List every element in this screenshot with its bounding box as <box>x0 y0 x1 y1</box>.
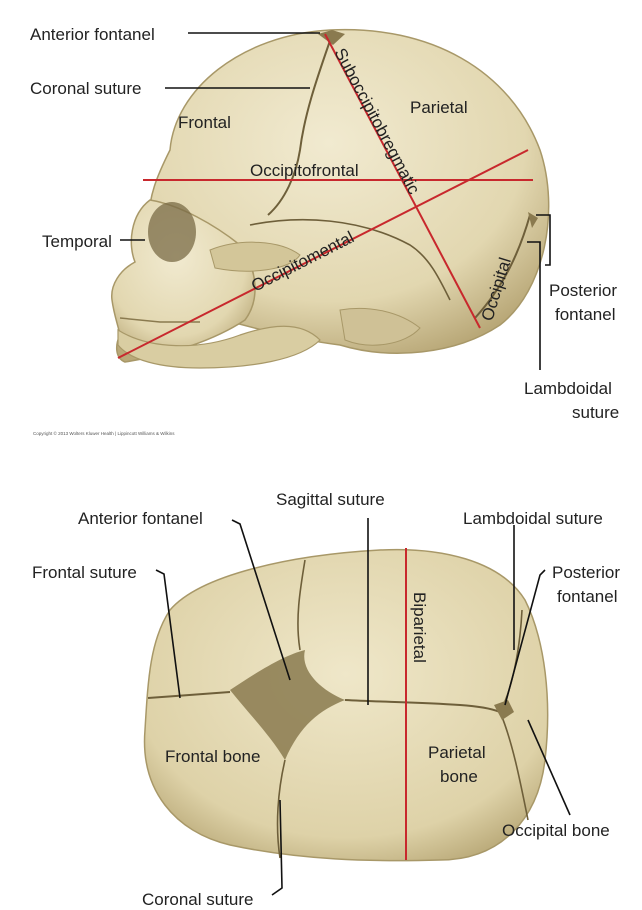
superior-skull-view <box>143 548 549 862</box>
occipitomental-diameter-line <box>117 149 529 359</box>
lateral-lambdoidal-suture-label-line2: suture <box>572 403 619 422</box>
superior-parietal-bone-label-line2: bone <box>440 767 478 786</box>
superior-posterior-fontanel-gap <box>494 700 514 720</box>
occipitofrontal-label: Occipitofrontal <box>250 161 359 180</box>
superior-frontal-suture-leader <box>155 569 181 699</box>
superior-occipital-bone-label: Occipital bone <box>502 821 610 840</box>
lateral-teeth <box>119 317 200 323</box>
superior-sagittal-suture-line <box>344 699 501 713</box>
lateral-frontal-label: Frontal <box>178 113 231 132</box>
lateral-posterior-fontanel-label-line2: fontanel <box>555 305 616 324</box>
lateral-lambdoidal-suture-line <box>474 214 531 319</box>
lateral-anterior-fontanel-label: Anterior fontanel <box>30 25 155 44</box>
superior-anterior-fontanel-gap <box>230 650 345 760</box>
superior-anterior-fontanel-leader <box>231 519 291 681</box>
superior-posterior-fontanel-leader <box>504 569 546 706</box>
superior-coronal-suture-label: Coronal suture <box>142 890 254 909</box>
superior-lambdoidal-suture-label: Lambdoidal suture <box>463 509 603 528</box>
superior-parietal-bone-label-line1: Parietal <box>428 743 486 762</box>
lateral-squamosal-suture-line <box>249 218 451 301</box>
lateral-mastoid <box>339 307 421 346</box>
lateral-posterior-fontanel-gap <box>528 212 538 228</box>
copyright-text: Copyright © 2013 Wolters Kluwer Health |… <box>33 430 175 436</box>
superior-frontal-suture-label: Frontal suture <box>32 563 137 582</box>
superior-cranium <box>143 548 549 862</box>
lateral-parietal-label: Parietal <box>410 98 468 117</box>
posterior-fontanel-leader <box>536 214 551 266</box>
superior-coronal-suture-line-1 <box>297 559 306 651</box>
lateral-zygoma <box>209 241 301 272</box>
lateral-anterior-fontanel-gap <box>318 30 345 45</box>
lambdoidal-suture-leader <box>527 241 541 370</box>
lateral-mandible <box>117 325 321 369</box>
lateral-temporal-label: Temporal <box>42 232 112 251</box>
lateral-orbit <box>148 202 196 262</box>
lateral-coronal-suture-label: Coronal suture <box>30 79 142 98</box>
superior-anterior-fontanel-label: Anterior fontanel <box>78 509 203 528</box>
superior-occipital-bone-leader <box>527 719 571 816</box>
superior-posterior-fontanel-label-line1: Posterior <box>552 563 620 582</box>
superior-frontal-bone-label: Frontal bone <box>165 747 260 766</box>
lateral-coronal-suture-line <box>267 31 334 216</box>
superior-posterior-fontanel-label-line2: fontanel <box>557 587 618 606</box>
superior-coronal-suture-line-2 <box>276 759 286 859</box>
lateral-lambdoidal-suture-label-line1: Lambdoidal <box>524 379 612 398</box>
lateral-posterior-fontanel-label-line1: Posterior <box>549 281 617 300</box>
biparietal-label: Biparietal <box>410 592 429 663</box>
superior-sagittal-suture-label: Sagittal suture <box>276 490 385 509</box>
lateral-skull-view <box>111 28 550 369</box>
superior-coronal-suture-leader <box>271 799 283 896</box>
superior-frontal-suture-line <box>147 691 231 699</box>
